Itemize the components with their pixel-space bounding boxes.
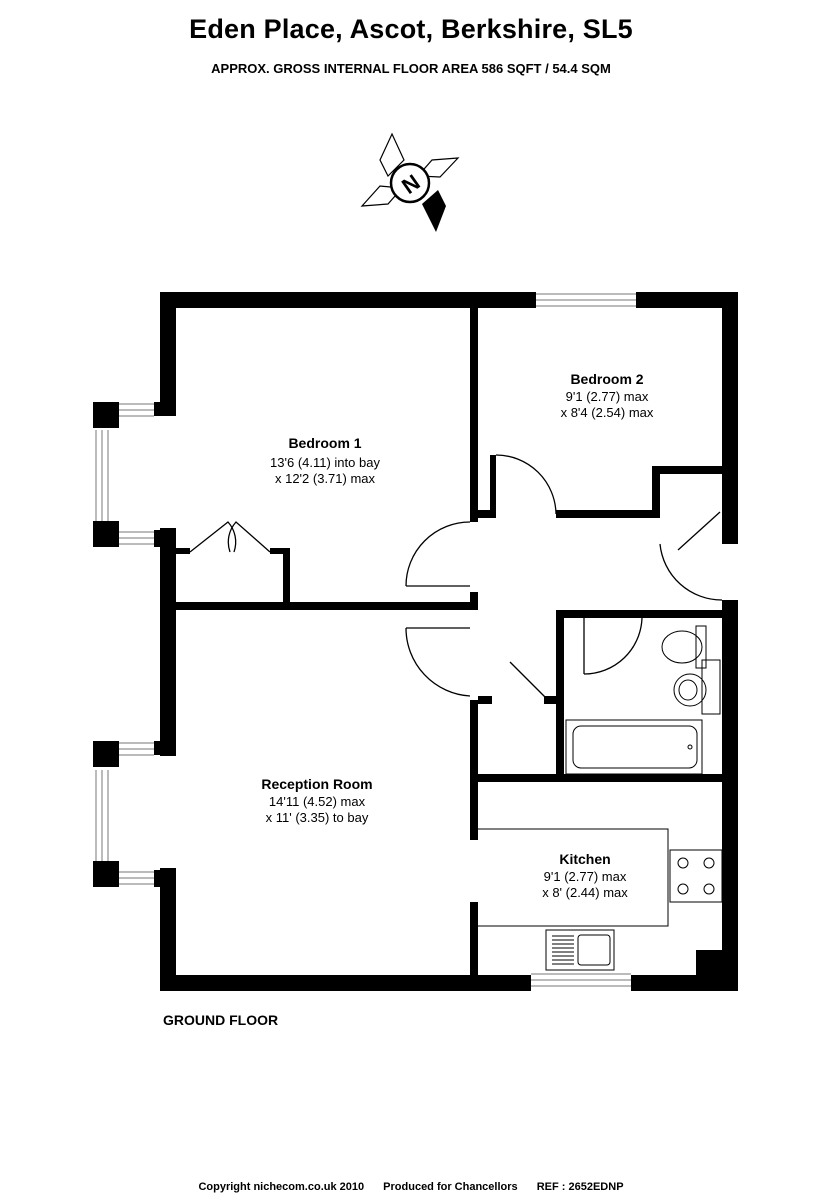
room-dim-bedroom-1-width: x 12'2 (3.71) max bbox=[275, 471, 376, 486]
bathroom-fixtures bbox=[565, 625, 721, 775]
floor-label: GROUND FLOOR bbox=[163, 1012, 279, 1028]
page-title: Eden Place, Ascot, Berkshire, SL5 bbox=[189, 14, 633, 44]
toilet-icon bbox=[695, 625, 707, 669]
room-dim-reception-length: 14'11 (4.52) max bbox=[269, 794, 366, 809]
footer-copyright: Copyright nichecom.co.uk 2010 bbox=[198, 1181, 365, 1193]
room-dim-kitchen-length: 9'1 (2.77) max bbox=[544, 869, 627, 884]
floor-area-subtitle: APPROX. GROSS INTERNAL FLOOR AREA 586 SQ… bbox=[211, 61, 611, 76]
room-dim-reception-width: x 11' (3.35) to bay bbox=[266, 810, 369, 825]
footer-reference: REF : 2652EDNP bbox=[536, 1181, 624, 1193]
footer: Copyright nichecom.co.uk 2010 Produced f… bbox=[0, 1181, 822, 1193]
room-dim-bedroom-2-length: 9'1 (2.77) max bbox=[566, 389, 649, 404]
room-dim-bedroom-2-width: x 8'4 (2.54) max bbox=[561, 405, 654, 420]
room-name-bedroom-1: Bedroom 1 bbox=[288, 435, 361, 451]
windows bbox=[95, 293, 636, 987]
room-name-reception: Reception Room bbox=[261, 776, 372, 792]
room-name-kitchen: Kitchen bbox=[559, 851, 610, 867]
footer-produced-for: Produced for Chancellors bbox=[383, 1181, 518, 1193]
compass-icon: N bbox=[360, 132, 460, 232]
room-dim-kitchen-width: x 8' (2.44) max bbox=[542, 885, 628, 900]
basin-icon bbox=[701, 659, 721, 715]
bath-icon bbox=[565, 719, 703, 775]
room-dim-bedroom-1-length: 13'6 (4.11) into bay bbox=[270, 455, 380, 470]
outer-walls bbox=[93, 292, 738, 991]
kitchen-fixtures bbox=[478, 828, 723, 971]
sink-icon bbox=[545, 929, 615, 971]
door-swings bbox=[189, 454, 723, 701]
hob-icon bbox=[669, 849, 723, 903]
internal-walls bbox=[176, 308, 728, 977]
room-name-bedroom-2: Bedroom 2 bbox=[570, 371, 643, 387]
